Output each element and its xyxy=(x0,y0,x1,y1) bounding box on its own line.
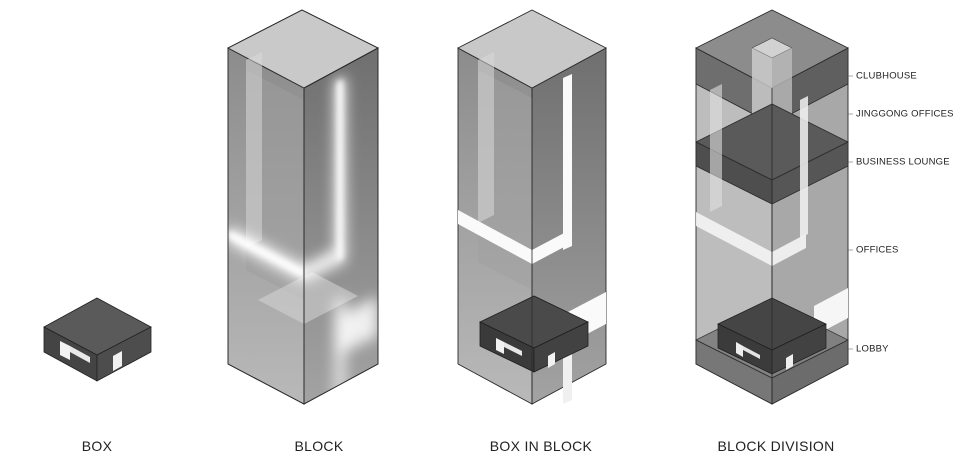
label-offices: OFFICES xyxy=(856,244,899,256)
label-jinggong-offices: JINGGONG OFFICES xyxy=(856,108,954,120)
box-in-block-diagram xyxy=(457,9,607,405)
label-business-lounge: BUSINESS LOUNGE xyxy=(856,156,950,168)
box-opening-left xyxy=(60,341,70,360)
boxblock-light-strip xyxy=(458,210,532,264)
box-opening-right xyxy=(113,351,122,371)
boxblock-top xyxy=(457,9,607,89)
caption-box-in-block: BOX IN BLOCK xyxy=(489,438,593,454)
caption-block-division: BLOCK DIVISION xyxy=(717,438,835,454)
block-division-diagram xyxy=(695,9,853,405)
box-opening-left-b xyxy=(70,346,90,363)
inner-box-right xyxy=(533,321,589,373)
box-diagram xyxy=(43,297,152,382)
caption-box: BOX xyxy=(81,438,113,454)
caption-block: BLOCK xyxy=(294,438,344,454)
block-diagram xyxy=(227,9,379,405)
label-lobby: LOBBY xyxy=(856,343,889,355)
label-clubhouse: CLUBHOUSE xyxy=(856,70,917,82)
floor-leader-lines xyxy=(848,75,853,350)
box-right-face xyxy=(96,326,152,382)
